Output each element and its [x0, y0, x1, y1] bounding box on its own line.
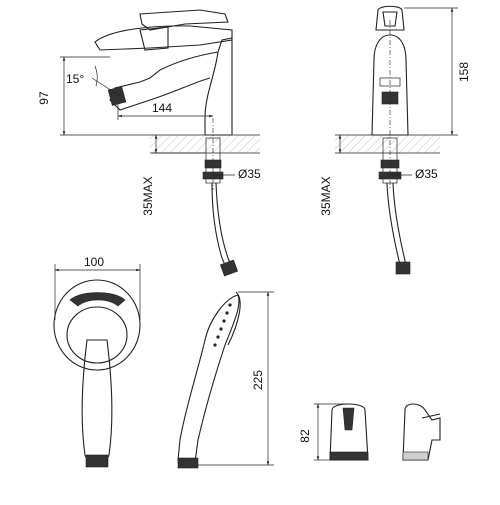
countertop-section-front [335, 135, 440, 153]
spout-reach-label: 144 [152, 101, 172, 115]
spout-angle-label: 15° [66, 72, 84, 86]
hole-side-label: Ø35 [415, 167, 438, 181]
shower-width-label: 100 [84, 255, 104, 269]
shower-side-outline [177, 294, 240, 463]
shower-face [227, 291, 241, 346]
mount-max-side-label: 35MAX [319, 176, 333, 215]
overall-height-label: 158 [457, 62, 471, 82]
hose-front-end [395, 261, 411, 275]
countertop-section [150, 135, 260, 153]
hose-front-left [386, 182, 401, 266]
faucet-front-body [371, 34, 409, 136]
faucet-front-view: 158 35MAX Ø35 [319, 5, 471, 275]
mount-max-front-label: 35MAX [141, 176, 155, 215]
hose-end [219, 259, 239, 277]
handle-cartridge [139, 26, 169, 51]
shower-handle [81, 339, 113, 464]
front-lever-detail [382, 11, 398, 27]
wall-holder: 82 [298, 403, 441, 461]
holder-base-front [329, 451, 369, 461]
faucet-side-view: 97 15° 144 35MAX Ø35 [37, 9, 261, 277]
hole-front-label: Ø35 [238, 167, 261, 181]
hose-front-right [392, 182, 407, 266]
holder-front [329, 403, 369, 461]
shower-head-inner [66, 306, 128, 364]
lever-handle [139, 9, 229, 31]
faucet-body [204, 37, 233, 136]
aerator [107, 86, 127, 106]
holder-height-label: 82 [298, 429, 312, 443]
shower-side-connector [177, 457, 199, 469]
shower-connector [85, 454, 109, 468]
shower-length-label: 225 [251, 370, 265, 390]
faucet-top [94, 25, 233, 51]
shower-nozzles [213, 303, 232, 347]
hand-shower-front: 100 [53, 255, 141, 468]
hose-right [215, 182, 235, 273]
spout-height-label: 97 [37, 91, 51, 105]
holder-side [402, 403, 441, 461]
holder-slot [342, 407, 355, 431]
shower-head-top-cap [69, 292, 126, 307]
front-lever [375, 5, 405, 31]
shower-head-outline [53, 279, 141, 371]
holder-base-side [402, 451, 429, 461]
hand-shower-side: 225 [177, 291, 274, 469]
hose-left [211, 182, 229, 273]
